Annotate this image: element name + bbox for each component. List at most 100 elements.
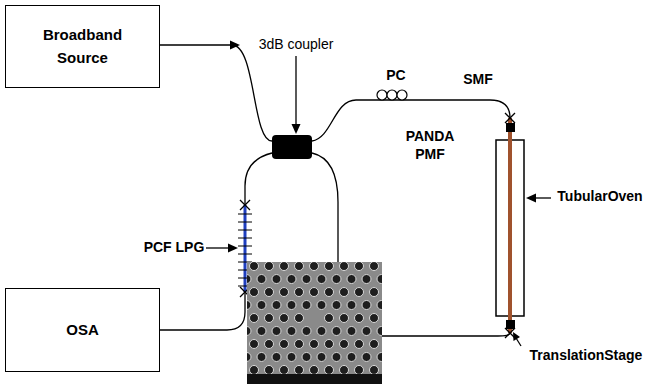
air-hole bbox=[272, 326, 281, 335]
air-hole bbox=[325, 339, 334, 348]
air-hole bbox=[265, 262, 274, 271]
leader-line bbox=[206, 247, 229, 248]
part-label: PC bbox=[386, 67, 405, 85]
air-hole bbox=[370, 339, 379, 348]
air-hole bbox=[250, 262, 259, 271]
air-hole bbox=[310, 339, 319, 348]
air-hole bbox=[250, 314, 259, 323]
part-label: TubularOven bbox=[557, 188, 642, 206]
air-hole bbox=[317, 275, 326, 284]
air-hole bbox=[265, 314, 274, 323]
air-hole bbox=[362, 352, 371, 361]
pmf-fiber bbox=[508, 118, 512, 333]
splice-marks bbox=[240, 113, 515, 338]
instrument-name: Broadband Source bbox=[28, 24, 138, 69]
leader-line bbox=[295, 56, 296, 126]
air-hole bbox=[377, 326, 382, 335]
air-hole bbox=[332, 352, 341, 361]
air-hole bbox=[247, 275, 251, 284]
air-hole bbox=[265, 288, 274, 297]
arrow-head bbox=[228, 244, 238, 253]
translation-stage bbox=[506, 123, 515, 132]
air-hole bbox=[340, 365, 349, 374]
air-hole bbox=[302, 326, 311, 335]
splice-mark bbox=[240, 200, 250, 210]
air-hole bbox=[280, 314, 289, 323]
sem-image bbox=[247, 262, 382, 384]
air-hole bbox=[370, 365, 379, 374]
air-hole bbox=[340, 262, 349, 271]
pc-loop bbox=[377, 90, 387, 100]
air-hole bbox=[362, 275, 371, 284]
polarization-controller bbox=[377, 90, 407, 100]
pc-loop bbox=[397, 90, 407, 100]
air-hole bbox=[247, 352, 251, 361]
air-hole bbox=[332, 301, 341, 310]
air-hole bbox=[295, 288, 304, 297]
air-hole bbox=[325, 365, 334, 374]
instrument-box: OSA bbox=[5, 288, 160, 372]
air-hole bbox=[257, 301, 266, 310]
air-hole bbox=[250, 365, 259, 374]
air-hole bbox=[347, 326, 356, 335]
air-hole bbox=[257, 352, 266, 361]
arrow-head bbox=[526, 194, 536, 203]
fiber-line bbox=[160, 292, 245, 330]
part-label: 3dB coupler bbox=[259, 36, 334, 54]
fiber-line bbox=[160, 45, 272, 141]
air-hole bbox=[250, 288, 259, 297]
air-hole bbox=[340, 288, 349, 297]
air-hole bbox=[265, 365, 274, 374]
air-hole bbox=[377, 301, 382, 310]
coupler-symbol bbox=[272, 135, 312, 159]
air-hole bbox=[370, 314, 379, 323]
air-hole bbox=[287, 301, 296, 310]
air-hole bbox=[302, 275, 311, 284]
air-hole bbox=[317, 301, 326, 310]
pc-loop bbox=[387, 90, 397, 100]
air-hole bbox=[355, 288, 364, 297]
air-hole bbox=[347, 301, 356, 310]
air-hole bbox=[325, 262, 334, 271]
sem-info-bar bbox=[247, 374, 382, 384]
air-hole bbox=[247, 301, 251, 310]
fiber-line bbox=[245, 153, 272, 205]
leader-line bbox=[535, 197, 551, 198]
air-hole bbox=[355, 365, 364, 374]
air-hole bbox=[362, 326, 371, 335]
air-hole bbox=[310, 262, 319, 271]
air-hole bbox=[340, 339, 349, 348]
air-hole bbox=[355, 262, 364, 271]
air-hole bbox=[302, 352, 311, 361]
air-hole bbox=[280, 339, 289, 348]
leader-line bbox=[516, 338, 521, 346]
air-hole bbox=[325, 288, 334, 297]
air-hole bbox=[302, 301, 311, 310]
air-hole bbox=[347, 275, 356, 284]
air-hole bbox=[295, 339, 304, 348]
arrow-head bbox=[292, 124, 301, 134]
air-hole bbox=[377, 352, 382, 361]
air-hole bbox=[250, 339, 259, 348]
air-hole bbox=[370, 288, 379, 297]
air-hole bbox=[272, 352, 281, 361]
grating-tick bbox=[238, 246, 252, 247]
air-hole bbox=[310, 365, 319, 374]
air-hole bbox=[265, 339, 274, 348]
grating-tick bbox=[238, 254, 252, 255]
part-label: PANDA PMF bbox=[397, 128, 463, 163]
air-hole bbox=[355, 314, 364, 323]
sem-ground bbox=[247, 262, 382, 384]
air-hole bbox=[295, 365, 304, 374]
air-holes bbox=[247, 262, 382, 384]
air-hole bbox=[317, 352, 326, 361]
instrument-name: OSA bbox=[28, 319, 138, 342]
grating-tick bbox=[238, 222, 252, 223]
part-label: TranslationStage bbox=[530, 347, 643, 365]
grating-tick bbox=[238, 214, 252, 215]
air-hole bbox=[347, 352, 356, 361]
air-hole bbox=[280, 288, 289, 297]
air-hole bbox=[287, 326, 296, 335]
air-hole bbox=[257, 326, 266, 335]
